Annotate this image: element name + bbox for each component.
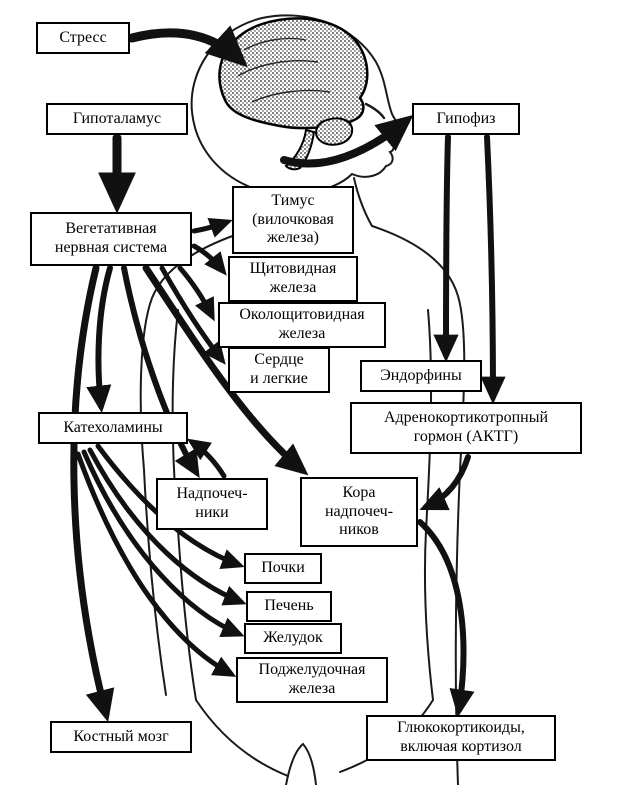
- box-stomach: Желудок: [244, 623, 342, 654]
- box-thymus: Тимус (вилочковая железа): [232, 186, 354, 254]
- box-stress: Стресс: [36, 22, 130, 54]
- box-endorphins: Эндорфины: [360, 360, 482, 392]
- box-pancreas: Поджелудочная железа: [236, 657, 388, 703]
- box-thyroid: Щитовидная железа: [228, 256, 358, 302]
- box-parathyroid: Околощитовидная железа: [218, 302, 386, 348]
- box-glucocorticoids: Глюкокортикоиды, включая кортизол: [366, 715, 556, 761]
- box-adrenal-cortex: Кора надпочеч- ников: [300, 477, 418, 547]
- box-acth: Адренокортикотропный гормон (АКТГ): [350, 402, 582, 454]
- box-pituitary: Гипофиз: [412, 103, 520, 135]
- box-liver: Печень: [246, 591, 332, 622]
- box-adrenals: Надпочеч- ники: [156, 478, 268, 530]
- box-catecholamines: Катехоламины: [38, 412, 188, 444]
- box-kidneys: Почки: [244, 553, 322, 584]
- box-bone-marrow: Костный мозг: [50, 721, 192, 753]
- box-autonomic-nervous-system: Вегетативная нервная система: [30, 212, 192, 266]
- box-heart-lungs: Сердце и легкие: [228, 347, 330, 393]
- box-hypothalamus: Гипоталамус: [46, 103, 188, 135]
